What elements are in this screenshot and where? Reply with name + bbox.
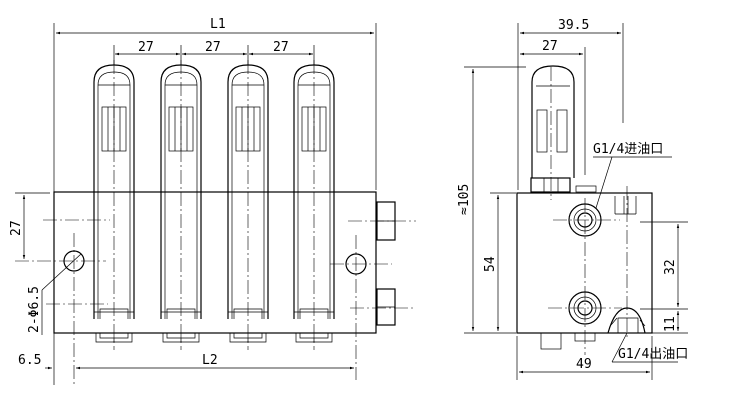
side-indicator-cap xyxy=(530,65,597,200)
dim-pitch-3: 27 xyxy=(273,40,289,55)
dim-port-spacing: 32 xyxy=(663,259,678,275)
pitch-dims: 27 27 27 xyxy=(113,40,315,65)
dim-l2: L2 xyxy=(202,353,218,368)
mount-holes-label: 2-Φ6.5 xyxy=(27,286,42,333)
indicator-caps xyxy=(93,60,335,350)
side-fittings xyxy=(348,201,416,326)
dim-pitch-1: 27 xyxy=(138,40,154,55)
dim-block-height: 54 xyxy=(483,256,498,272)
dim-hole-offset: 6.5 xyxy=(18,353,41,368)
inlet-label: G1/4进油口 xyxy=(593,142,663,157)
dim-height-total: ≈105 xyxy=(457,184,472,215)
dim-hole-height: 27 xyxy=(9,220,24,236)
dim-depth-indicator: 27 xyxy=(542,39,558,54)
dim-depth-total: 39.5 xyxy=(558,18,589,33)
side-view: 39.5 27 ≈105 54 32 11 G1/4进油口 xyxy=(457,18,688,380)
outlet-label: G1/4出油口 xyxy=(618,347,688,362)
dim-pitch-2: 27 xyxy=(205,40,221,55)
distributor-block xyxy=(53,191,377,334)
front-view: L1 27 27 27 27 2-Φ6.5 xyxy=(9,17,416,385)
dim-outlet-height: 11 xyxy=(663,316,678,332)
dim-block-width: 49 xyxy=(576,357,592,372)
dim-l1: L1 xyxy=(210,17,226,32)
